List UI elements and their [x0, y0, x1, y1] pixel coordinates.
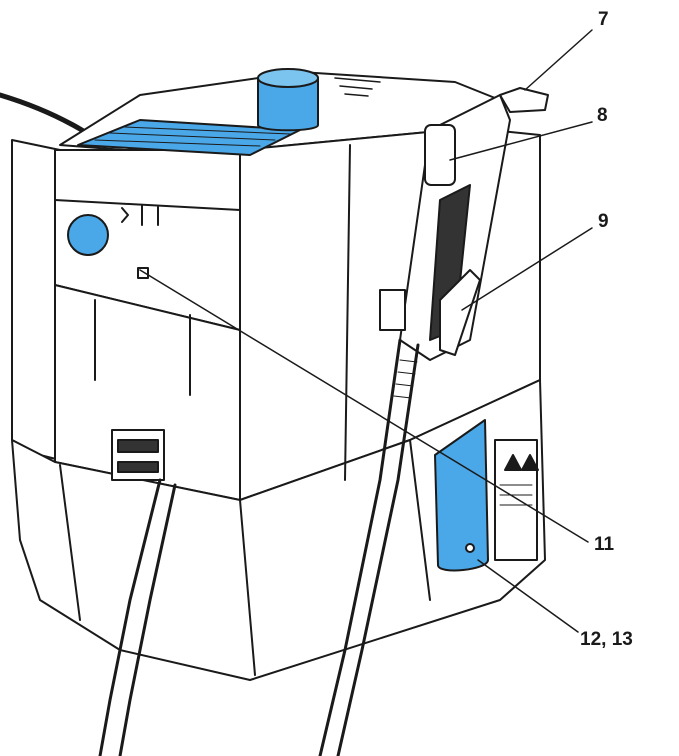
callout-label-12-13: 12, 13 [580, 629, 633, 650]
filler-cap [257, 68, 319, 132]
leader-8 [449, 121, 593, 161]
hose-ribs [393, 359, 418, 399]
holder-clip [439, 269, 481, 356]
handpiece-tip [499, 87, 549, 113]
leader-11 [139, 269, 589, 543]
base-seam-right [409, 439, 431, 601]
front-hose-edge [118, 483, 177, 756]
handpiece-hose [318, 338, 402, 756]
leader-9 [461, 227, 593, 311]
callout-label-7: 7 [598, 9, 609, 30]
leader-7 [524, 29, 593, 91]
front-panel-symbols [121, 204, 159, 226]
top-grille-lines [94, 126, 291, 147]
left-clip [379, 289, 406, 331]
indicator-square [137, 267, 149, 279]
base-seam-left [59, 464, 81, 621]
base-seam-mid [239, 499, 256, 676]
left-side-panel [11, 139, 61, 461]
front-connector [111, 429, 165, 481]
leader-12-13 [477, 559, 579, 633]
warning-triangle-2 [521, 454, 539, 471]
container-mark [465, 543, 475, 553]
callout-label-9: 9 [598, 211, 609, 232]
warning-triangle-1 [504, 454, 522, 471]
callout-label-11: 11 [594, 534, 615, 555]
front-hose [98, 478, 162, 756]
front-round-button [67, 214, 109, 256]
right-seam [344, 144, 351, 481]
callout-label-8: 8 [597, 105, 608, 126]
front-divider [54, 199, 241, 211]
top-markings [334, 77, 381, 97]
handpiece-hose-edge [336, 343, 420, 756]
handpiece-head [424, 124, 456, 186]
